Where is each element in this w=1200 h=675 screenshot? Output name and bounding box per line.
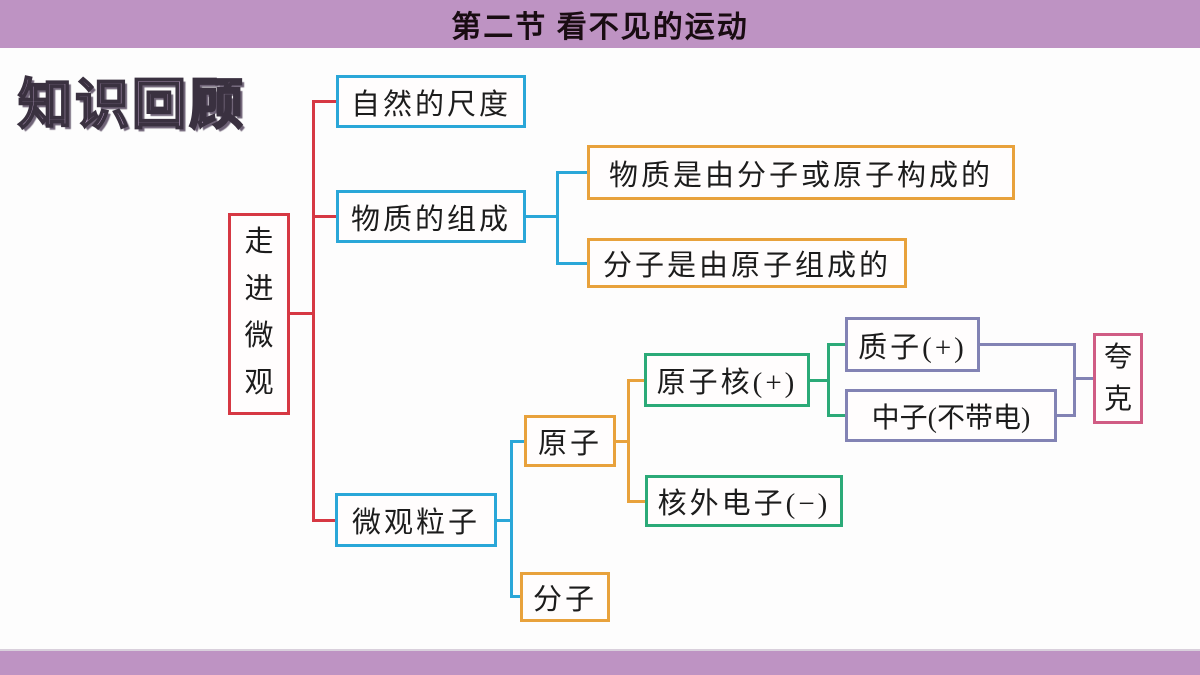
node-quark: 夸克 [1093, 333, 1143, 424]
connector-atom-out [613, 440, 630, 443]
connector-nucleus-out [807, 379, 830, 382]
top-title-bar: 第二节 看不见的运动 [0, 0, 1200, 48]
connector-to-quark [1073, 377, 1095, 380]
connector-to-outer-electron [627, 500, 647, 503]
connector-to-molecule [510, 595, 522, 598]
connector-to-nucleus [627, 379, 646, 382]
connector-to-proton [827, 343, 847, 346]
node-matter-composition: 物质的组成 [336, 190, 526, 243]
connector-cyan-vertical-2 [510, 440, 513, 598]
connector-cyan-vertical-1 [556, 171, 559, 265]
connector-to-matter-statement [556, 171, 589, 174]
section-heading: 知识回顾 [17, 74, 246, 136]
node-atom: 原子 [524, 415, 616, 467]
node-nucleus: 原子核(+) [644, 353, 810, 407]
node-natural-scale: 自然的尺度 [336, 75, 526, 128]
node-root: 走进微观 [228, 213, 290, 415]
node-neutron: 中子(不带电) [845, 389, 1057, 442]
connector-orange-vertical [627, 379, 630, 503]
connector-green-vertical [827, 343, 830, 417]
connector-neutron-out [1054, 414, 1076, 417]
node-outer-electron: 核外电子(−) [645, 475, 843, 527]
connector-red-vertical [312, 100, 315, 522]
connector-to-atom [510, 440, 526, 443]
connector-to-micro-particles [312, 519, 335, 522]
connector-to-natural-scale [312, 100, 336, 103]
connector-root-trunk [290, 312, 315, 315]
connector-proton-out [977, 343, 1076, 346]
node-matter-statement: 物质是由分子或原子构成的 [587, 145, 1015, 200]
connector-to-matter-composition [312, 215, 336, 218]
connector-to-neutron [827, 414, 847, 417]
connector-to-molecule-statement [556, 262, 589, 265]
slide-title: 第二节 看不见的运动 [451, 11, 749, 44]
connector-matter-out [523, 215, 559, 218]
node-molecule-statement: 分子是由原子组成的 [587, 238, 907, 288]
node-proton: 质子(+) [845, 317, 980, 372]
node-micro-particles: 微观粒子 [335, 493, 497, 547]
connector-micro-out [494, 519, 513, 522]
connector-violet-vertical [1073, 343, 1076, 417]
node-molecule: 分子 [520, 572, 610, 622]
bottom-bar [0, 649, 1200, 675]
